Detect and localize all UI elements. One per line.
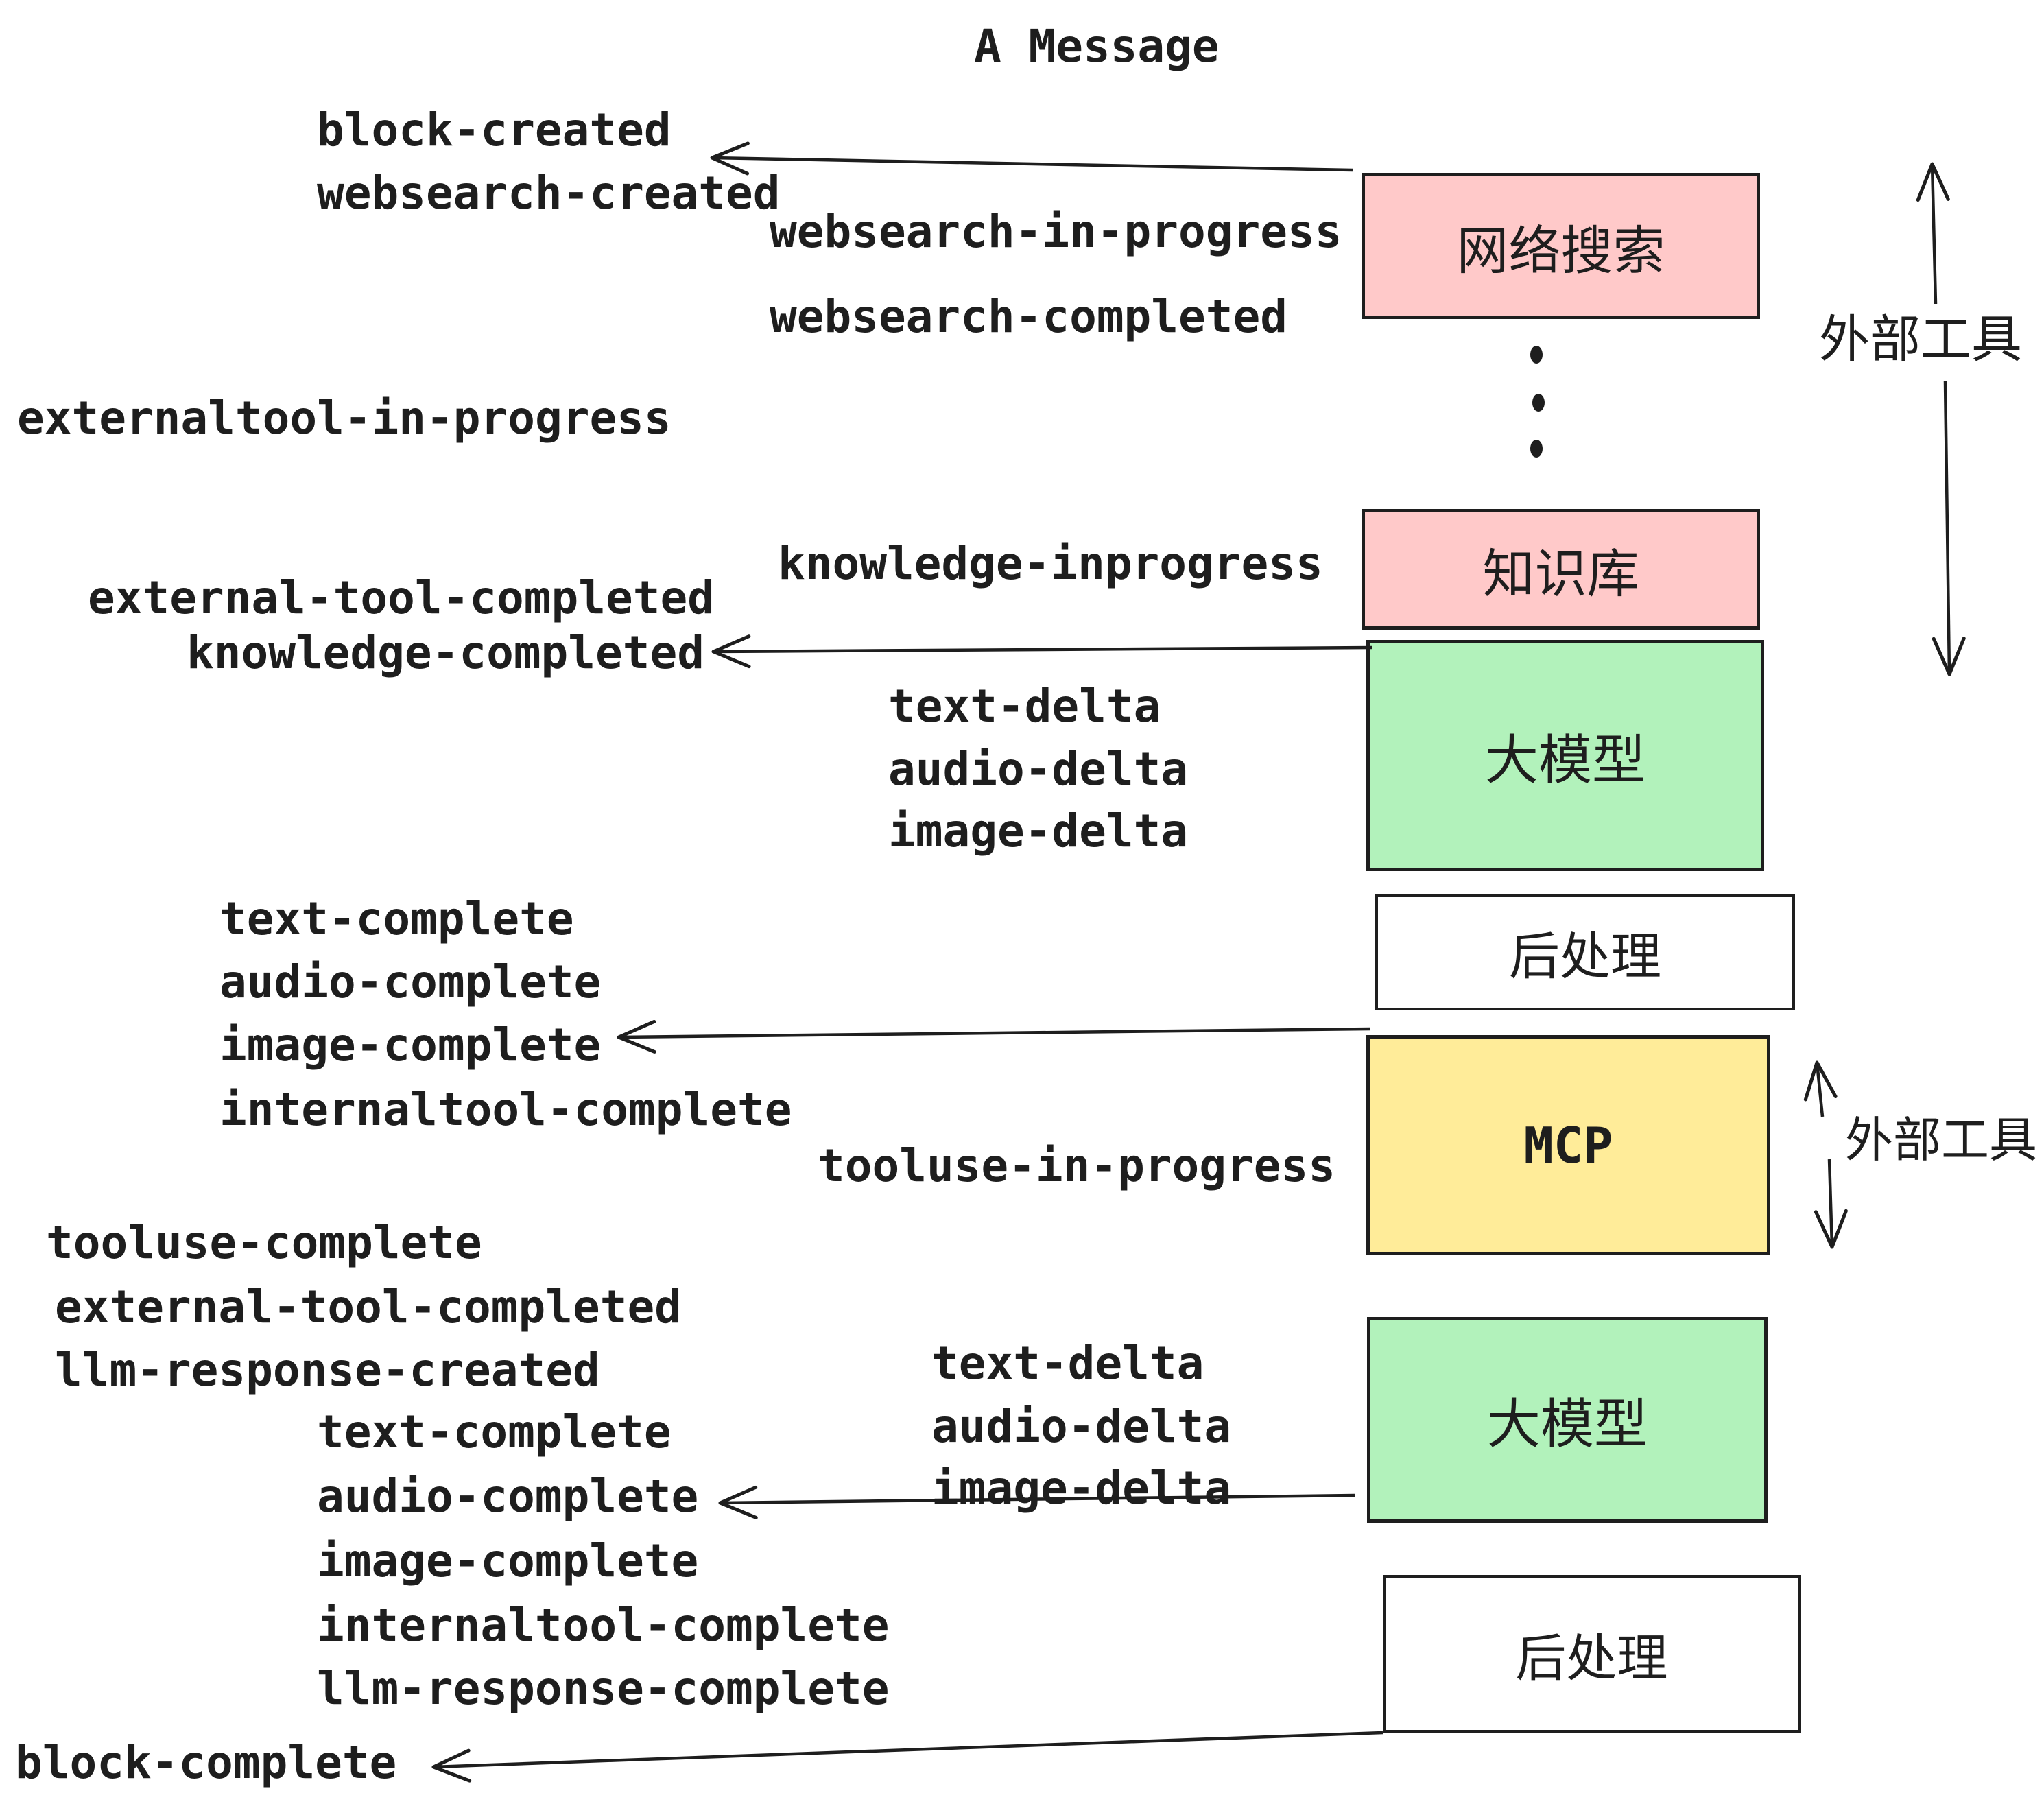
box-websearch-label: 网络搜索: [1456, 222, 1665, 281]
event-label-block-complete: block-complete: [15, 1736, 397, 1789]
box-llm-top-label: 大模型: [1484, 729, 1645, 790]
event-label-text-complete-2: text-complete: [317, 1405, 672, 1458]
event-label-text-delta-2: text-delta: [931, 1337, 1204, 1390]
event-label-text-delta: text-delta: [888, 680, 1161, 733]
event-label-audio-delta: audio-delta: [888, 743, 1189, 796]
event-label-internaltool-complete: internaltool-complete: [219, 1083, 792, 1136]
page-title: A Message: [974, 20, 1220, 73]
event-label-block-created: block-created: [317, 104, 672, 156]
box-mcp-label: MCP: [1523, 1116, 1613, 1174]
event-label-tooluse-complete: tooluse-complete: [46, 1216, 482, 1269]
external-tools-span-arrow-up: [1916, 162, 1950, 305]
ellipsis-dot: [1532, 394, 1545, 412]
event-label-llm-response-created: llm-response-created: [55, 1344, 600, 1397]
event-label-text-complete: text-complete: [219, 892, 574, 945]
mcp-external-tools-arrow-down: [1814, 1159, 1848, 1249]
box-llm-bottom-label: 大模型: [1486, 1394, 1648, 1454]
event-label-image-complete: image-complete: [219, 1019, 602, 1071]
box-postprocess-bottom-label: 后处理: [1515, 1629, 1668, 1687]
arrow-websearch-to-created-events: [710, 141, 1353, 176]
event-label-llm-response-complete: llm-response-complete: [317, 1662, 890, 1715]
event-label-internaltool-complete-2: internaltool-complete: [317, 1599, 890, 1652]
box-llm-bottom: 大模型: [1367, 1317, 1768, 1523]
arrow-knowledge-to-completed-events: [711, 634, 1372, 669]
box-postprocess-top: 后处理: [1375, 894, 1795, 1010]
box-postprocess-top-label: 后处理: [1509, 928, 1661, 985]
side-label-external-tools-top: 外部工具: [1819, 311, 2022, 368]
box-postprocess-bottom: 后处理: [1383, 1575, 1801, 1733]
box-knowledge-base-label: 知识库: [1482, 545, 1639, 604]
box-websearch: 网络搜索: [1362, 173, 1760, 319]
event-label-audio-complete-2: audio-complete: [317, 1470, 699, 1523]
box-knowledge-base: 知识库: [1362, 509, 1760, 630]
event-label-external-tool-completed: external-tool-completed: [88, 571, 715, 624]
mcp-external-tools-arrow-up: [1803, 1060, 1838, 1117]
event-label-image-complete-2: image-complete: [317, 1534, 699, 1587]
event-label-image-delta: image-delta: [888, 805, 1189, 857]
event-label-websearch-completed: websearch-completed: [770, 290, 1287, 343]
ellipsis-dot: [1530, 346, 1543, 364]
event-label-image-delta-2: image-delta: [931, 1462, 1232, 1515]
box-mcp: MCP: [1366, 1035, 1770, 1255]
event-label-websearch-in-progress: websearch-in-progress: [770, 205, 1342, 258]
external-tools-span-arrow-down: [1932, 381, 1966, 676]
event-label-externaltool-in-progress: externaltool-in-progress: [17, 392, 672, 444]
event-label-external-tool-completed-2: external-tool-completed: [55, 1281, 682, 1333]
event-label-knowledge-completed: knowledge-completed: [187, 626, 704, 679]
box-llm-top: 大模型: [1366, 640, 1764, 871]
event-label-audio-complete: audio-complete: [219, 956, 602, 1008]
side-label-external-tools-mcp: 外部工具: [1845, 1113, 2037, 1167]
event-label-tooluse-in-progress: tooluse-in-progress: [818, 1139, 1335, 1192]
arrow-postprocess-to-block-complete: [431, 1731, 1383, 1783]
ellipsis-dot: [1530, 440, 1543, 458]
arrow-llm-to-complete-events: [617, 1019, 1371, 1054]
event-label-audio-delta-2: audio-delta: [931, 1400, 1232, 1453]
event-label-knowledge-inprogress: knowledge-inprogress: [778, 537, 1323, 590]
event-label-websearch-created: websearch-created: [317, 167, 781, 219]
